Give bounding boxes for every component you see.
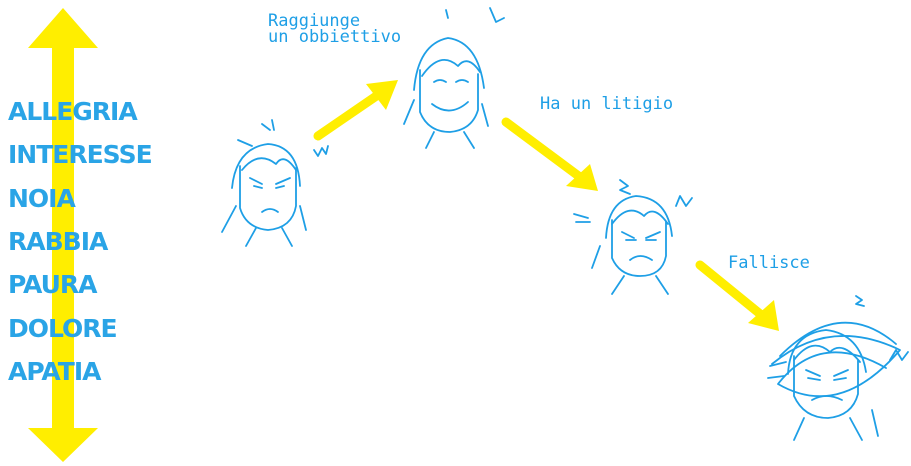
arrow-down1-shaft	[501, 117, 593, 188]
emotion-paura: PAURA	[8, 270, 98, 299]
face-happy	[403, 7, 505, 149]
emotion-allegria: ALLEGRIA	[8, 97, 138, 126]
arrow-up-head	[366, 80, 398, 110]
label-fail: Fallisce	[728, 253, 810, 273]
face-angry-1	[221, 119, 329, 247]
arrow-down2-head	[748, 300, 779, 331]
face-despair	[767, 295, 909, 441]
emotion-noia: NOIA	[8, 184, 76, 213]
emotion-rabbia: RABBIA	[8, 227, 108, 256]
label-goal-line2: un obbiettivo	[268, 27, 402, 47]
arrow-down1-head	[566, 164, 598, 191]
emotion-dolore: DOLORE	[8, 314, 118, 343]
emotion-interesse: INTERESSE	[8, 140, 153, 169]
label-goal-line1: Raggiunge	[268, 11, 361, 31]
emotion-apatia: APATIA	[8, 357, 101, 386]
scale-arrow-shape	[28, 8, 98, 462]
face-upset	[573, 179, 693, 295]
arrow-down2-shaft	[695, 260, 775, 327]
label-argument: Ha un litigio	[540, 94, 674, 114]
